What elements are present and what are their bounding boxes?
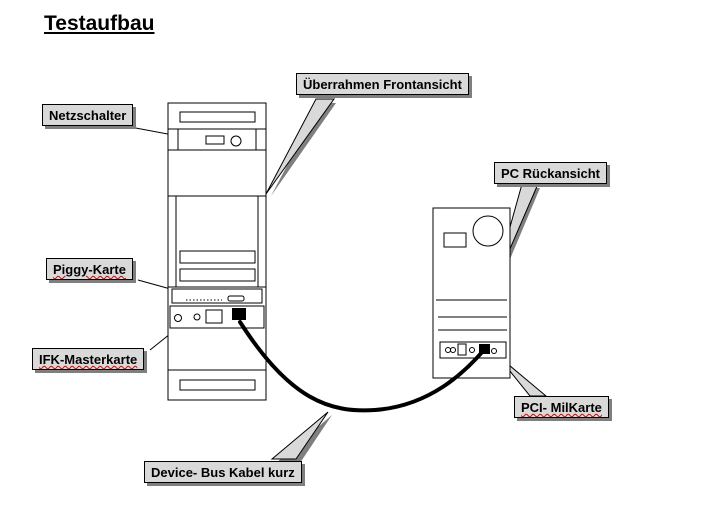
ifk-masterkarte-text: IFK-Masterkarte (39, 352, 138, 367)
pci-milkarte-label: PCI- MilKarte (514, 396, 609, 418)
piggy-connector (227, 295, 245, 302)
psu-fan (472, 215, 504, 247)
ifk-masterkarte-label: IFK-Masterkarte (32, 348, 145, 370)
piggy-card-slot (171, 288, 263, 304)
netzschalter-label: Netzschalter (42, 104, 134, 126)
power-led (230, 135, 242, 147)
power-switch (205, 135, 225, 145)
pci-slot (439, 341, 507, 359)
frontansicht-label: Überrahmen Frontansicht (296, 73, 469, 95)
netzschalter-text: Netzschalter (49, 108, 127, 123)
pci-milkarte-text: PCI- MilKarte (521, 400, 602, 415)
piggy-karte-text: Piggy-Karte (53, 262, 126, 277)
rack-front-view (167, 102, 267, 401)
cable-pointer (270, 411, 329, 460)
pc-rueckansicht-label: PC Rückansicht (494, 162, 607, 184)
piggy-karte-label: Piggy-Karte (46, 258, 133, 280)
pc-rueckansicht-text: PC Rückansicht (501, 166, 600, 181)
frontansicht-text: Überrahmen Frontansicht (303, 77, 462, 92)
ifk-card-slot (169, 305, 265, 329)
ifk-bus-port (232, 308, 246, 320)
psu-switch (443, 232, 467, 248)
device-bus-kabel-text: Device- Bus Kabel kurz (151, 465, 295, 480)
frontansicht-pointer (265, 98, 335, 195)
diagram-title: Testaufbau (44, 12, 155, 35)
pc-rear-view (432, 207, 511, 379)
device-bus-cable (238, 320, 486, 413)
device-bus-kabel-label: Device- Bus Kabel kurz (144, 461, 302, 483)
